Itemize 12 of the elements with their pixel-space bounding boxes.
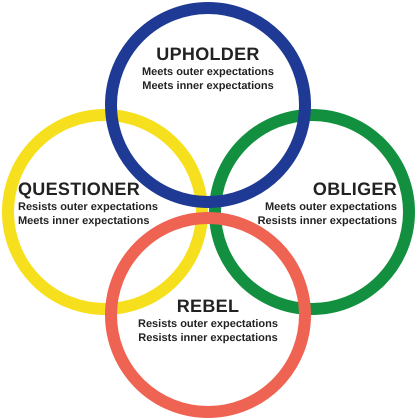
type-heading: OBLIGER xyxy=(312,179,397,199)
description-text: Meets outer expectations xyxy=(140,65,276,79)
type-heading: QUESTIONER xyxy=(18,179,140,199)
description-text: Resists outer expectations xyxy=(137,317,279,331)
type-heading: REBEL xyxy=(176,296,240,316)
description-text: Resists inner expectations xyxy=(258,214,397,228)
description-text: Meets inner expectations xyxy=(141,79,275,93)
description-text: Resists inner expectations xyxy=(137,331,279,345)
type-heading: UPHOLDER xyxy=(155,44,261,64)
description-text: Meets outer expectations xyxy=(264,200,397,214)
description-text: Resists outer expectations xyxy=(18,200,158,214)
description-text: Meets inner expectations xyxy=(18,214,150,228)
